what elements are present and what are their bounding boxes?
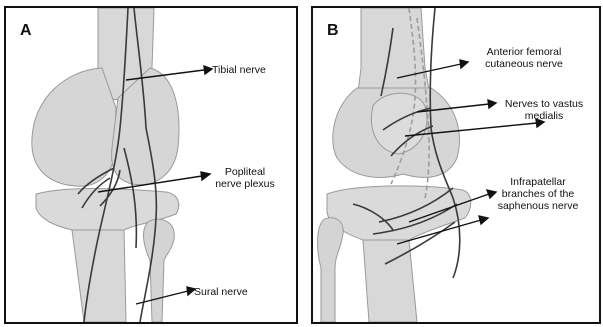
label-nerves-to-vastus-medialis: Nerves to vastus medialis [493,98,595,122]
label-popliteal-nerve-plexus: Popliteal nerve plexus [202,166,288,190]
panel-b-letter: B [327,22,339,40]
posterior-knee-illustration [6,8,296,322]
label-sural-nerve: Sural nerve [194,286,248,298]
label-anterior-femoral-cutaneous-nerve: Anterior femoral cutaneous nerve [469,46,579,70]
fibula [144,219,175,322]
panel-a: A Tibial nerve Popliteal nerve plexus Su… [4,6,298,324]
panel-b: B Anterior femoral cutaneous nerve Nerve… [311,6,601,324]
tibia-shaft [72,230,126,322]
arrow-anterior-femoral-head [460,60,468,68]
tibia-shaft [363,240,417,322]
label-infrapatellar-branches: Infrapatellar branches of the saphenous … [485,176,591,212]
tibia-plateau [327,186,471,240]
arrow-infrapatellar-2-head [479,216,488,224]
arrow-tibial-head [204,66,212,74]
femur-shaft [357,8,431,100]
panel-a-letter: A [20,22,32,40]
label-tibial-nerve: Tibial nerve [212,64,266,76]
fibula [318,218,344,322]
femur-condyle-left [32,68,116,186]
